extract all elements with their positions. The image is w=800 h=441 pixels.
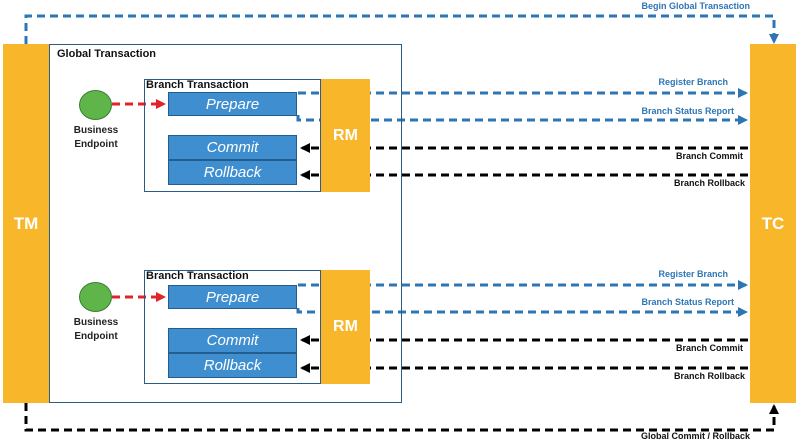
commit-box-1: Commit [168,135,297,160]
global-commit-rollback-label: Global Commit / Rollback [640,431,750,441]
rm-label-2: RM [333,318,358,335]
branch-commit-label-1: Branch Commit [675,151,743,161]
branch-transaction-frame-1 [144,79,321,192]
branch-commit-label-2: Branch Commit [675,343,743,353]
register-branch-label-1: Register Branch [658,77,728,87]
register-branch-label-2: Register Branch [658,269,728,279]
prepare-box-1: Prepare [168,92,297,116]
branch-rollback-label-1: Branch Rollback [673,178,745,188]
business-endpoint-node-2 [79,282,112,312]
prepare-box-2: Prepare [168,285,297,309]
branch-status-arrow-2 [296,307,748,317]
branch-rollback-label-2: Branch Rollback [673,371,745,381]
tm-label: TM [13,213,39,233]
tc-label: TC [761,213,785,233]
tm-bar: TM [3,44,49,403]
business-endpoint-node-1 [79,90,112,120]
tc-bar: TC [750,44,796,403]
rm-box-1: RM [321,79,370,192]
branch-status-label-1: Branch Status Report [641,106,734,116]
business-endpoint-label-2: Business Endpoint [73,317,119,342]
commit-box-2: Commit [168,328,297,353]
business-endpoint-label-1: Business Endpoint [73,125,119,150]
rm-label-1: RM [333,126,358,144]
branch-transaction-frame-2 [144,270,321,384]
global-commit-rollback-arrow [24,403,779,432]
branch-transaction-title-2: Branch Transaction [146,270,249,282]
branch-transaction-title-1: Branch Transaction [146,79,249,91]
global-transaction-frame [49,44,402,403]
branch-status-label-2: Branch Status Report [641,297,734,307]
begin-global-arrow [24,14,779,44]
rollback-box-1: Rollback [168,160,297,185]
rollback-box-2: Rollback [168,353,297,378]
global-transaction-title: Global Transaction [57,48,157,60]
begin-global-label: Begin Global Transaction [641,1,750,11]
rm-box-2: RM [321,270,370,384]
branch-status-arrow-1 [296,115,748,125]
